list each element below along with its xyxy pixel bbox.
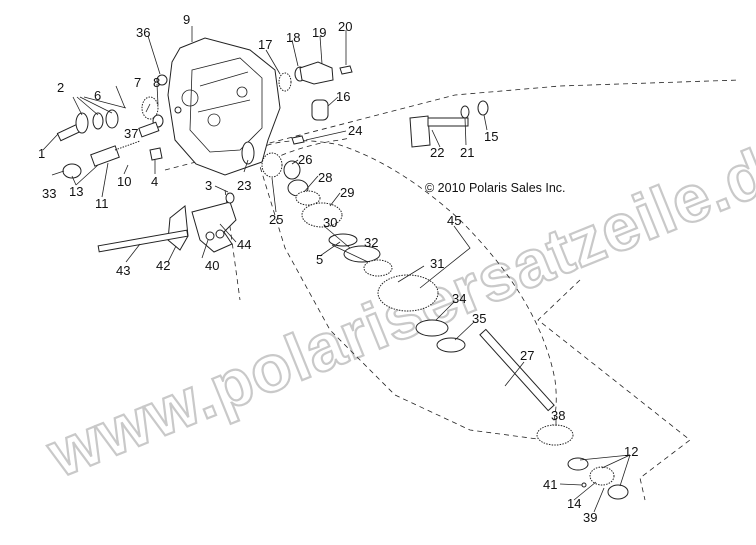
left-side-parts bbox=[56, 74, 182, 179]
callout-40: 40 bbox=[205, 258, 219, 273]
callout-39: 39 bbox=[583, 510, 597, 525]
callout-9: 9 bbox=[183, 12, 190, 27]
callout-11: 11 bbox=[95, 196, 109, 211]
shift-mechanism bbox=[97, 192, 237, 253]
callout-1: 1 bbox=[38, 146, 45, 161]
callout-17: 17 bbox=[258, 37, 272, 52]
callout-44: 44 bbox=[237, 237, 251, 252]
main-shaft-stack bbox=[241, 141, 629, 500]
callout-20: 20 bbox=[338, 19, 352, 34]
callout-32: 32 bbox=[364, 235, 378, 250]
callout-33: 33 bbox=[42, 186, 56, 201]
callout-45: 45 bbox=[447, 213, 461, 228]
callout-25: 25 bbox=[269, 212, 283, 227]
callout-19: 19 bbox=[312, 25, 326, 40]
callout-41: 41 bbox=[543, 477, 557, 492]
callout-14: 14 bbox=[567, 496, 581, 511]
callout-21: 21 bbox=[460, 145, 474, 160]
callout-30: 30 bbox=[323, 215, 337, 230]
callout-29: 29 bbox=[340, 185, 354, 200]
callout-22: 22 bbox=[430, 145, 444, 160]
copyright-text: © 2010 Polaris Sales Inc. bbox=[425, 181, 566, 195]
callout-13: 13 bbox=[69, 184, 83, 199]
callout-8: 8 bbox=[153, 75, 160, 90]
callout-15: 15 bbox=[484, 129, 498, 144]
callout-31: 31 bbox=[430, 256, 444, 271]
callout-18: 18 bbox=[286, 30, 300, 45]
callout-42: 42 bbox=[156, 258, 170, 273]
callout-35: 35 bbox=[472, 311, 486, 326]
callout-10: 10 bbox=[117, 174, 131, 189]
callout-36: 36 bbox=[136, 25, 150, 40]
callout-16: 16 bbox=[336, 89, 350, 104]
callout-34: 34 bbox=[452, 291, 466, 306]
callout-7: 7 bbox=[134, 75, 141, 90]
transmission-case bbox=[167, 37, 281, 176]
callout-23: 23 bbox=[237, 178, 251, 193]
callout-2: 2 bbox=[57, 80, 64, 95]
callout-6: 6 bbox=[94, 88, 101, 103]
callout-24: 24 bbox=[348, 123, 362, 138]
top-right-parts bbox=[278, 61, 489, 148]
leader-lines bbox=[42, 26, 631, 513]
callout-3: 3 bbox=[205, 178, 212, 193]
callout-labels: 1 2 3 4 5 6 7 8 9 10 11 12 13 14 15 16 1… bbox=[38, 12, 638, 525]
callout-4: 4 bbox=[151, 174, 158, 189]
callout-37: 37 bbox=[124, 126, 138, 141]
callout-26: 26 bbox=[298, 152, 312, 167]
callout-12: 12 bbox=[624, 444, 638, 459]
callout-27: 27 bbox=[520, 348, 534, 363]
callout-28: 28 bbox=[318, 170, 332, 185]
callout-38: 38 bbox=[551, 408, 565, 423]
callout-5: 5 bbox=[316, 252, 323, 267]
callout-43: 43 bbox=[116, 263, 130, 278]
